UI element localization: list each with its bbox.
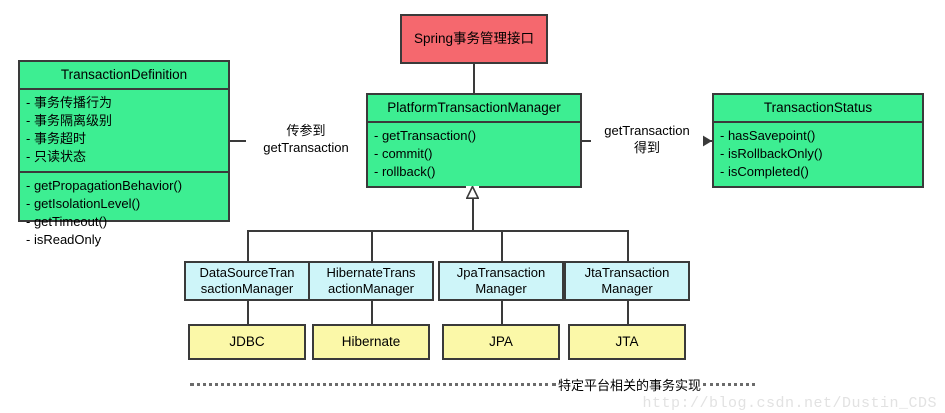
transaction-status-box[interactable]: TransactionStatus - hasSavepoint() - isR… [712,93,924,188]
impl-box-datasource-transaction-manager[interactable]: DataSourceTran sactionManager [184,261,310,301]
transaction-definition-methods: - getPropagationBehavior() - getIsolatio… [20,173,228,254]
platform-transaction-manager-methods: - getTransaction() - commit() - rollback… [368,123,580,186]
impl-label-line1: JtaTransaction [584,265,670,280]
method-row: - rollback() [374,164,436,179]
transaction-definition-title: TransactionDefinition [60,67,188,82]
divider [368,121,580,123]
method-row: - isReadOnly [26,232,102,247]
tech-box-hibernate[interactable]: Hibernate [312,324,430,360]
divider [20,171,228,173]
dotted-rule-left [190,382,556,386]
impl-label: HibernateTrans actionManager [326,265,415,297]
impl-label-line1: HibernateTrans [326,265,416,280]
edge-label-right-line1: getTransaction [604,123,690,138]
connector-impl-tech-3 [501,300,503,326]
connector-impl-tech-1 [247,300,249,326]
method-row: - getTimeout() [26,214,108,229]
attribute-row: - 只读状态 [26,149,86,164]
connector-drop-2 [371,230,373,263]
impl-label-line2: sactionManager [200,281,294,296]
connector-spring-to-ptm [473,62,475,95]
impl-box-jpa-transaction-manager[interactable]: JpaTransaction Manager [438,261,564,301]
generalization-triangle-icon [466,186,479,199]
edge-label-left-line2: getTransaction [263,140,349,155]
connector-drop-4 [627,230,629,263]
divider [714,121,922,123]
footer-note: 特定平台相关的事务实现 [190,374,755,394]
attribute-row: - 事务传播行为 [26,95,112,110]
attribute-row: - 事务超时 [26,131,86,146]
tech-label: JPA [489,334,513,349]
edge-label-right-line2: 得到 [633,140,660,155]
footer-note-label: 特定平台相关的事务实现 [557,377,701,393]
transaction-status-title: TransactionStatus [763,100,873,115]
connector-impl-tech-4 [627,300,629,326]
impl-box-hibernate-transaction-manager[interactable]: HibernateTrans actionManager [308,261,434,301]
method-row: - getPropagationBehavior() [26,178,183,193]
spring-interface-box[interactable]: Spring事务管理接口 [400,14,548,64]
tech-label: JDBC [229,334,265,349]
impl-label-line1: DataSourceTran [199,265,295,280]
impl-box-jta-transaction-manager[interactable]: JtaTransaction Manager [564,261,690,301]
impl-label: JtaTransaction Manager [585,265,670,297]
edge-label-left: 传参到 getTransaction [246,122,366,156]
attribute-row: - 事务隔离级别 [26,113,112,128]
connector-drop-1 [247,230,249,263]
connector-generalization-stem [472,198,474,231]
transaction-definition-attributes: - 事务传播行为 - 事务隔离级别 - 事务超时 - 只读状态 [20,90,228,171]
tech-box-jta[interactable]: JTA [568,324,686,360]
impl-label: JpaTransaction Manager [457,265,545,297]
method-row: - getTransaction() [374,128,477,143]
tech-label: JTA [615,334,639,349]
arrowhead-ptm-to-status [702,135,712,147]
impl-label: DataSourceTran sactionManager [200,265,295,297]
edge-label-left-line1: 传参到 [286,123,326,138]
connector-drop-3 [501,230,503,263]
impl-label-line2: Manager [601,281,653,296]
impl-label-line1: JpaTransaction [456,265,546,280]
impl-label-line2: actionManager [328,281,414,296]
method-row: - isCompleted() [720,164,809,179]
transaction-definition-box[interactable]: TransactionDefinition - 事务传播行为 - 事务隔离级别 … [18,60,230,247]
spring-interface-label: Spring事务管理接口 [413,31,535,46]
method-row: - hasSavepoint() [720,128,816,143]
tech-box-jpa[interactable]: JPA [442,324,560,360]
method-row: - getIsolationLevel() [26,196,141,211]
tech-box-jdbc[interactable]: JDBC [188,324,306,360]
transaction-status-methods: - hasSavepoint() - isRollbackOnly() - is… [714,123,922,186]
method-row: - commit() [374,146,433,161]
platform-transaction-manager-box[interactable]: PlatformTransactionManager - getTransact… [366,93,582,188]
platform-transaction-manager-title: PlatformTransactionManager [387,100,561,115]
edge-label-right: getTransaction 得到 [591,122,703,156]
dotted-rule-right [703,382,755,386]
connector-bus [247,230,629,232]
divider [20,88,228,90]
impl-label-line2: Manager [475,281,527,296]
connector-impl-tech-2 [371,300,373,326]
method-row: - isRollbackOnly() [720,146,823,161]
tech-label: Hibernate [341,334,401,349]
watermark: http://blog.csdn.net/Dustin_CDS [642,395,937,412]
